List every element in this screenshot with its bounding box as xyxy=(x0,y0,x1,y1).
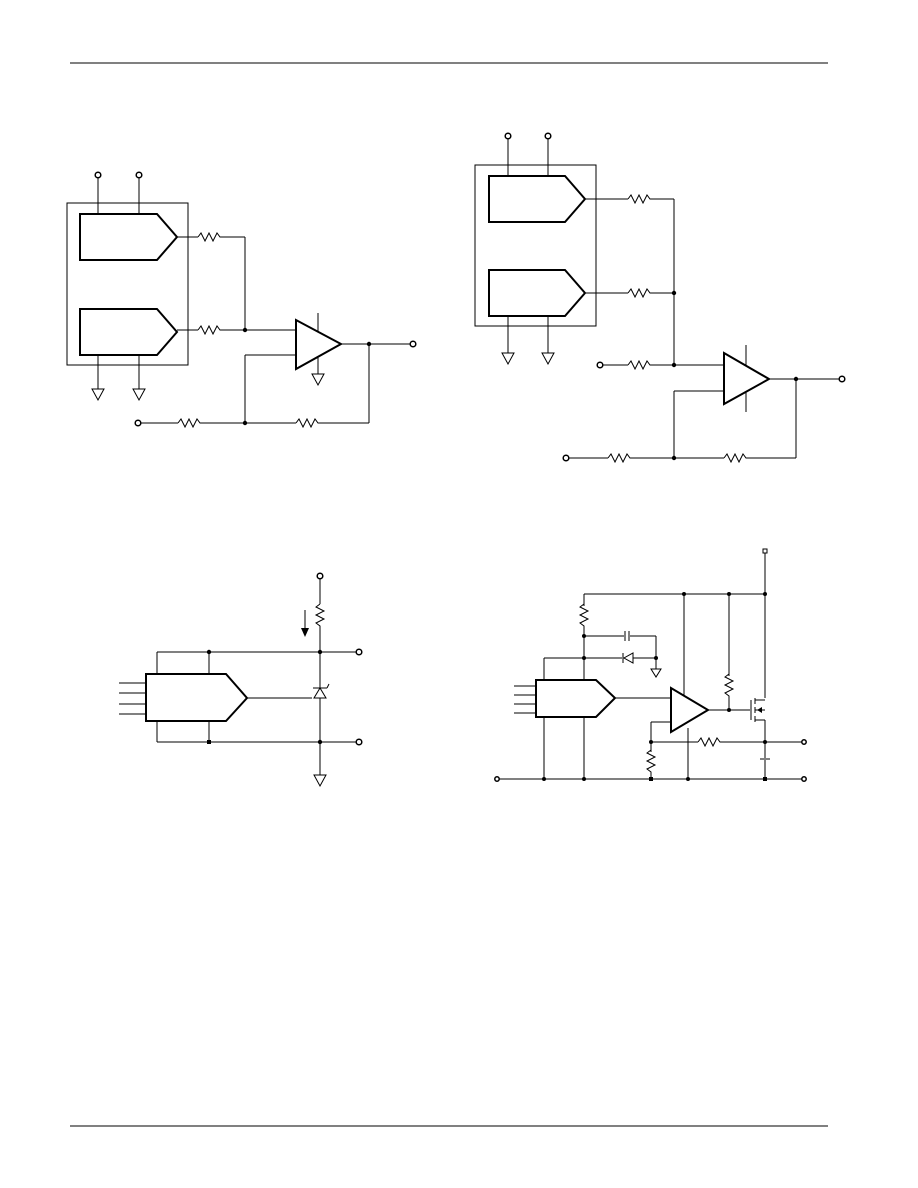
ground-symbol xyxy=(91,388,105,401)
supply-terminal xyxy=(316,572,324,580)
dac-block-b xyxy=(79,308,179,356)
figure-dac-current-source xyxy=(494,548,807,782)
supply-terminal xyxy=(762,548,768,554)
output-terminal-top xyxy=(355,648,363,656)
resistor xyxy=(697,737,723,747)
output-terminal xyxy=(409,340,417,348)
resistor xyxy=(579,603,589,629)
op-amp xyxy=(670,686,710,734)
dac-block-a xyxy=(79,213,179,261)
figure-dac-shunt-reference xyxy=(119,572,363,787)
supply-terminal-1 xyxy=(504,132,512,140)
op-amp xyxy=(723,351,772,406)
dac-package-outline xyxy=(474,164,597,327)
resistor xyxy=(197,232,223,242)
dac-block-a xyxy=(488,175,587,223)
ground-terminal-right xyxy=(801,776,807,782)
resistor xyxy=(627,360,653,370)
ground-symbol xyxy=(132,388,146,401)
ground-symbol xyxy=(501,352,515,365)
resistor xyxy=(177,418,203,428)
resistor xyxy=(646,749,656,775)
resistor xyxy=(627,288,653,298)
resistor xyxy=(607,453,633,463)
supply-terminal-2 xyxy=(544,132,552,140)
resistor xyxy=(627,194,653,204)
resistor xyxy=(295,418,321,428)
diode-icon xyxy=(622,652,634,664)
dac-block-b xyxy=(488,269,587,317)
ground-symbol xyxy=(311,373,325,386)
dac-block xyxy=(145,673,249,722)
dac-package-outline xyxy=(66,202,189,366)
ground-symbol xyxy=(650,668,662,678)
resistor xyxy=(315,603,325,629)
ground-symbol xyxy=(541,352,555,365)
input-terminal xyxy=(562,454,570,462)
figure-dual-dac-offset xyxy=(474,132,846,463)
resistor xyxy=(723,453,749,463)
supply-terminal-2 xyxy=(135,171,143,179)
output-terminal xyxy=(838,375,846,383)
output-terminal xyxy=(801,739,807,745)
offset-input-terminal xyxy=(596,361,604,369)
output-terminal-bottom xyxy=(355,738,363,746)
zener-reference-icon xyxy=(313,687,327,699)
resistor xyxy=(197,325,223,335)
input-terminal xyxy=(134,419,142,427)
supply-terminal-1 xyxy=(94,171,102,179)
resistor xyxy=(724,673,734,699)
figure-dual-dac-summing xyxy=(66,171,417,428)
ground-symbol xyxy=(313,774,327,787)
dac-block xyxy=(535,679,617,718)
ground-terminal-left xyxy=(494,776,500,782)
